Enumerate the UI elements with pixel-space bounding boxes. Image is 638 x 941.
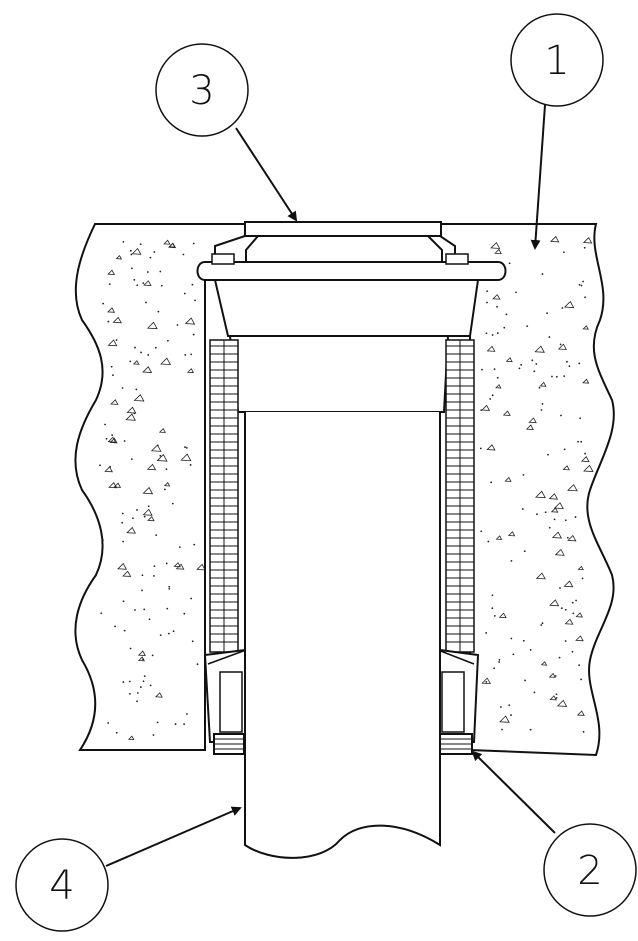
callout-1: 1	[510, 13, 604, 250]
ribbed-riser-left	[209, 339, 239, 653]
concrete-aggregate-texture	[99, 235, 594, 741]
concrete-slab-left	[74, 223, 246, 751]
callout-4: 4	[15, 806, 242, 932]
compression-gasket	[213, 733, 473, 755]
callout-2-label: 2	[577, 848, 602, 894]
concrete-slab-right	[439, 223, 615, 757]
callout-4-label: 4	[49, 863, 74, 909]
drain-pipe	[244, 412, 441, 859]
lower-fitting	[203, 648, 480, 743]
callout-3-label: 3	[189, 68, 214, 114]
callout-3: 3	[155, 43, 298, 222]
ribbed-riser-right	[445, 339, 475, 653]
concrete-slab	[74, 223, 615, 757]
inner-sleeve	[228, 335, 450, 413]
drain-body-flange	[196, 253, 507, 337]
callout-1-label: 1	[544, 38, 569, 84]
drain-grate	[244, 221, 443, 263]
callout-2: 2	[471, 750, 637, 917]
